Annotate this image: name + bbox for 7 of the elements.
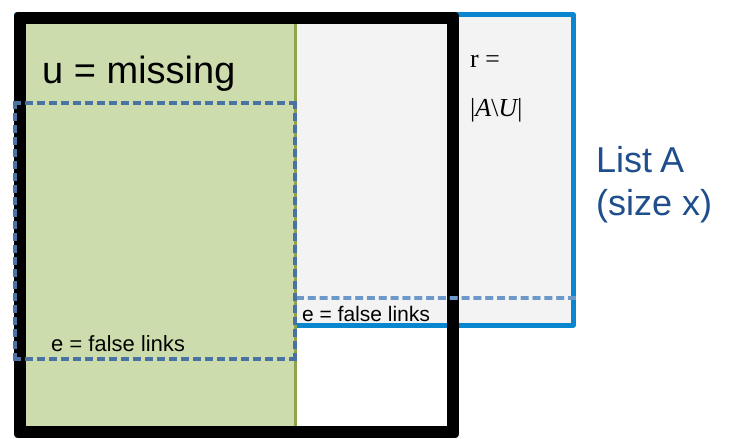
region-label: u = missing [42,52,236,90]
shaded-region [26,24,297,426]
region-label: e = false links [302,304,430,325]
set-label: List A (size x) [596,138,713,224]
formula-label: r = |A\U| [470,43,524,124]
outer-box [14,12,459,438]
region-label: e = false links [51,333,185,355]
